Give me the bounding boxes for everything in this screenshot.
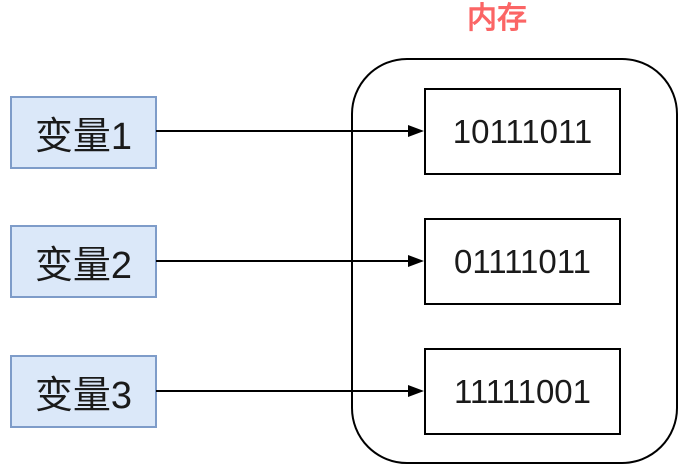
arrow-connector (156, 255, 424, 267)
variable-box-2: 变量2 (10, 225, 157, 298)
memory-title: 内存 (467, 2, 527, 35)
arrow-connector (156, 385, 424, 397)
arrow-connector (156, 125, 424, 137)
memory-cell-3: 11111001 (424, 348, 621, 435)
memory-cell-1: 10111011 (424, 88, 621, 175)
memory-cell-2: 01111011 (424, 218, 621, 305)
variable-box-3: 变量3 (10, 355, 157, 428)
variable-box-1: 变量1 (10, 96, 157, 169)
